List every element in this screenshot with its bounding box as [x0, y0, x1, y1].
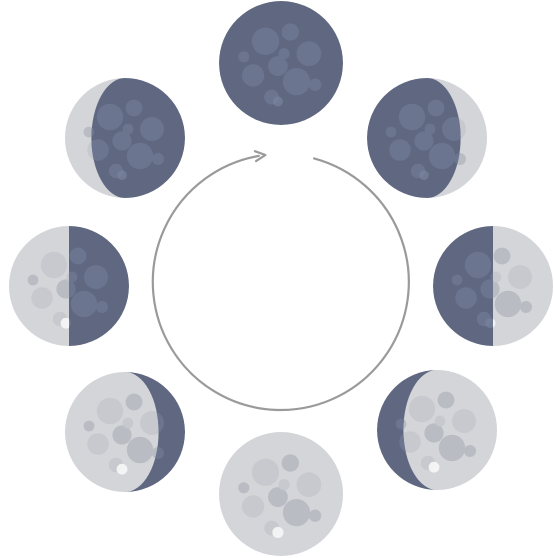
full-moon-moon	[219, 432, 343, 556]
new-moon-moon	[219, 1, 343, 125]
first-quarter-moon	[433, 226, 553, 346]
waning-gibbous-moon	[65, 372, 185, 492]
last-quarter-moon	[9, 226, 129, 346]
cycle-arrow	[153, 156, 409, 410]
waxing-gibbous-moon	[377, 370, 497, 490]
waning-crescent-moon	[65, 78, 185, 198]
waxing-crescent-moon	[367, 78, 487, 198]
